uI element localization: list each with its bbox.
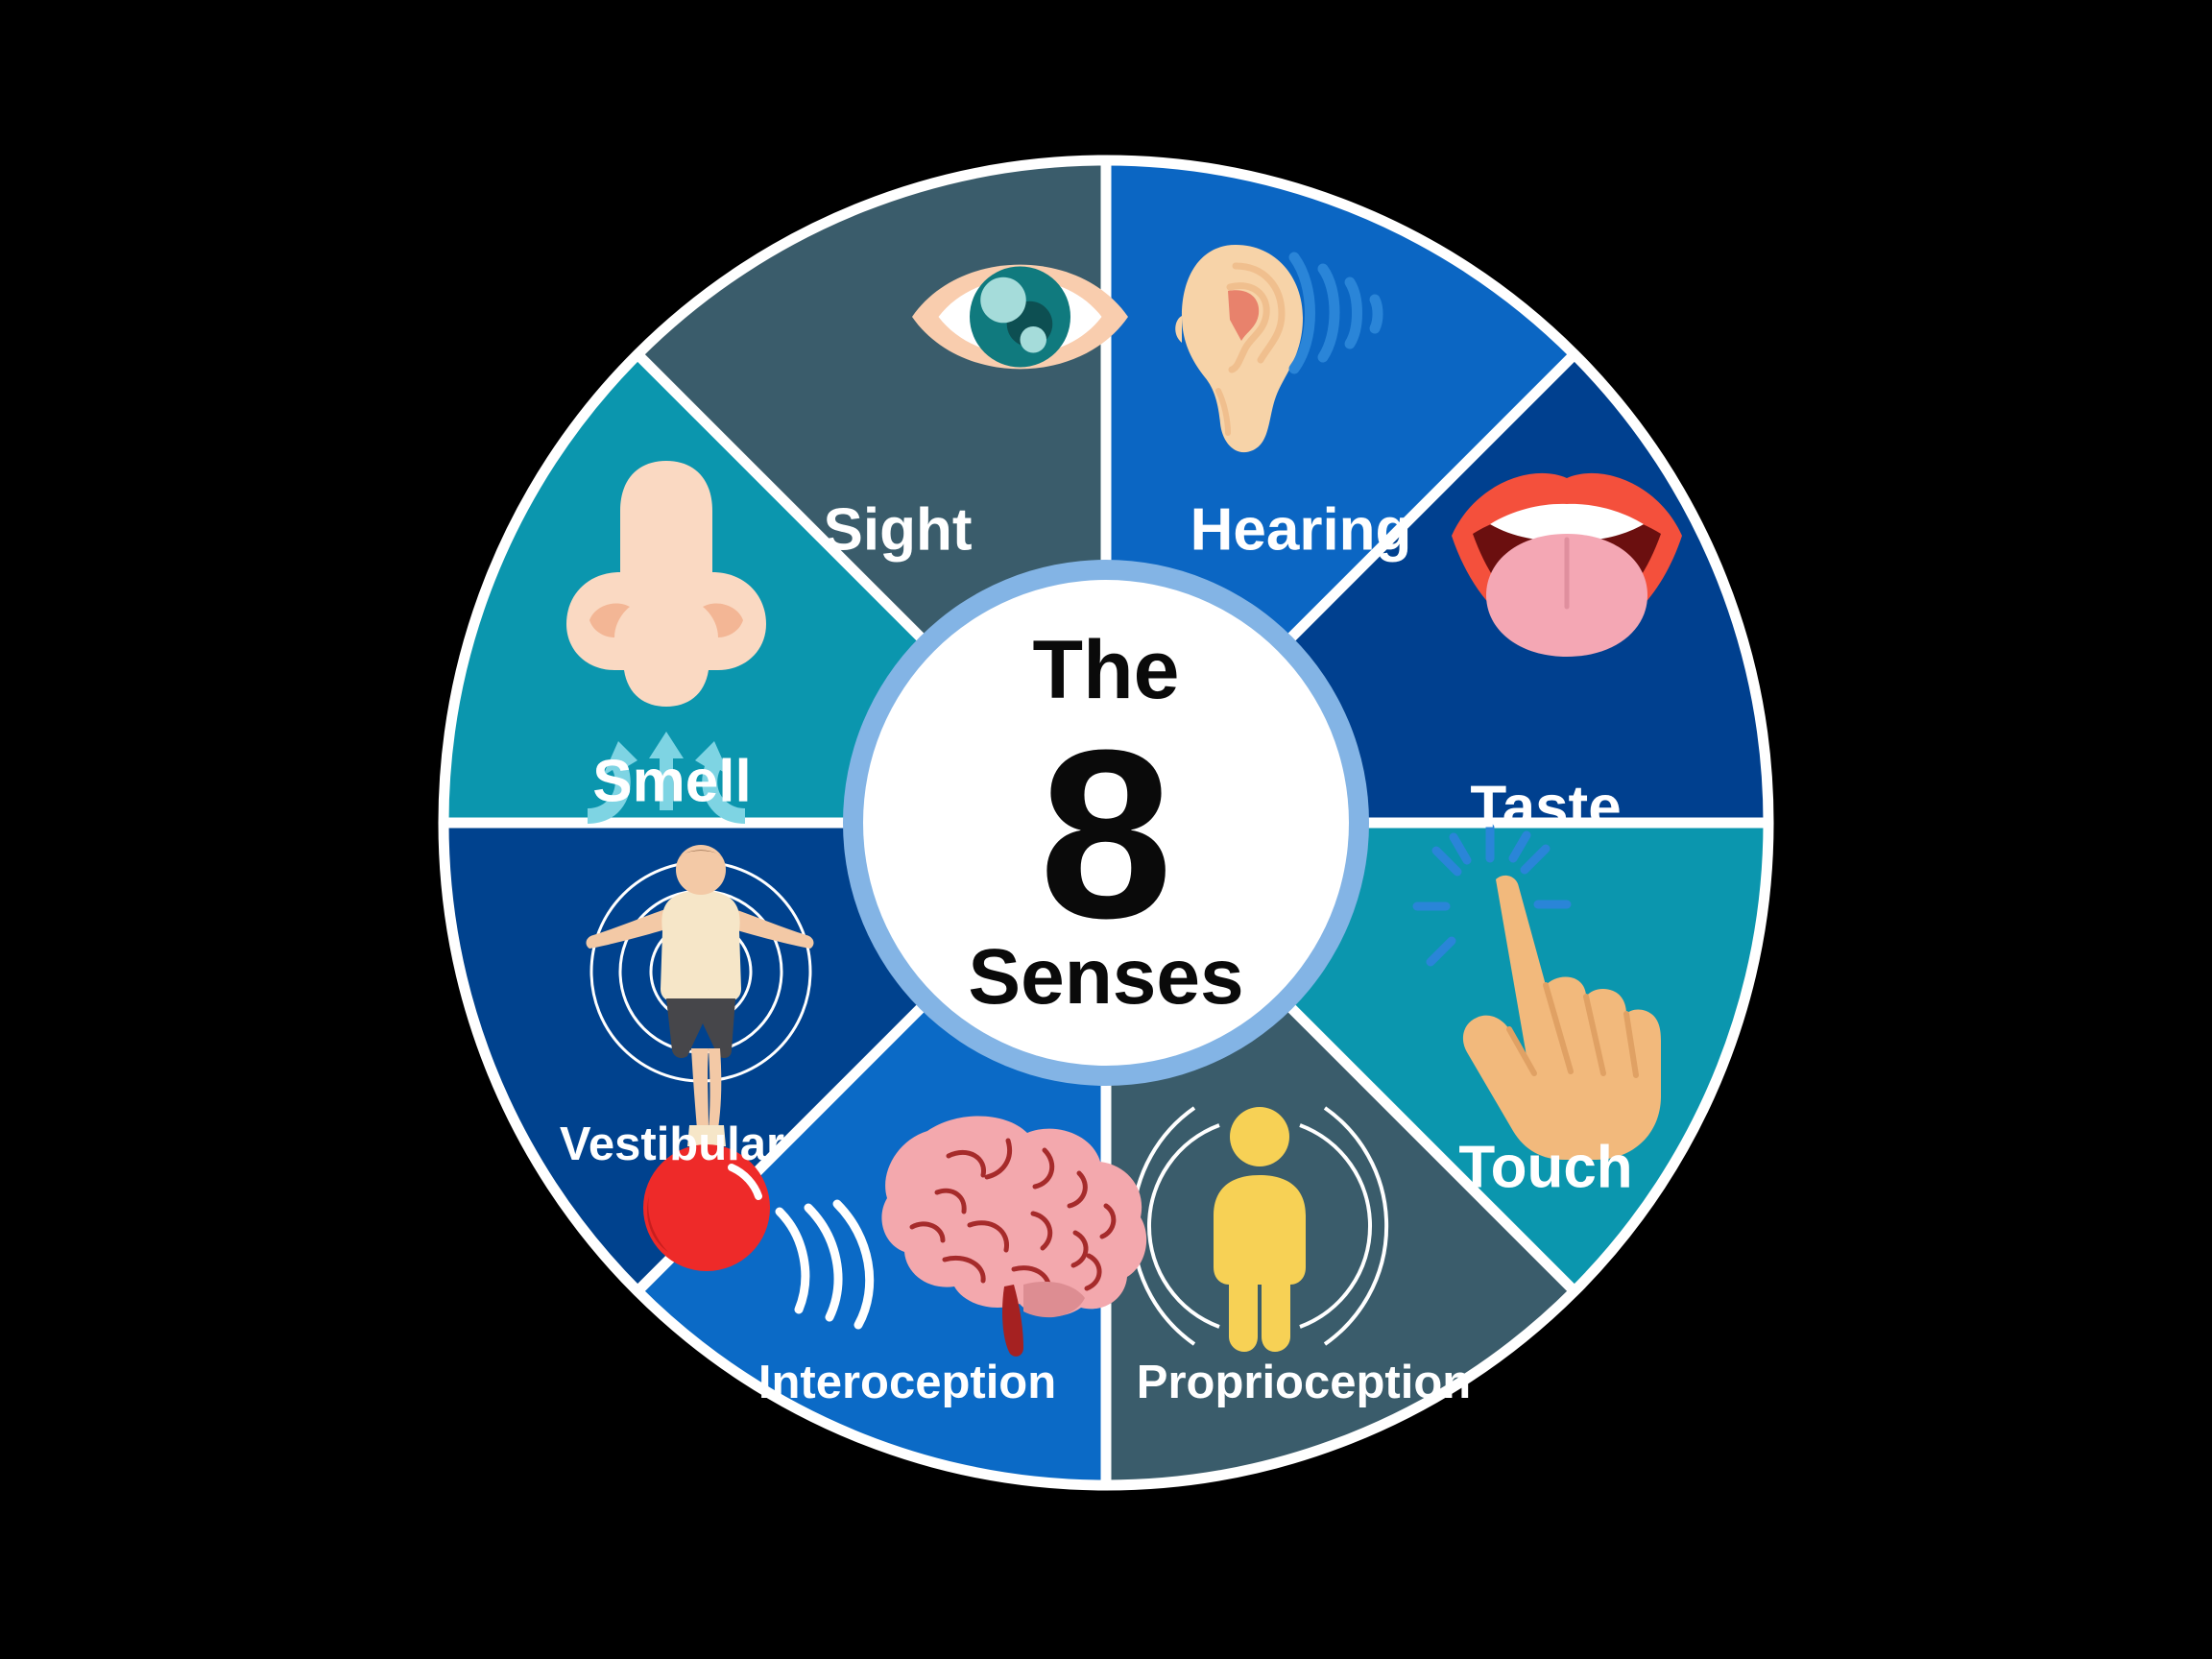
label-interoception[interactable]: Interoception: [758, 1357, 1056, 1408]
nose-icon: [566, 461, 766, 824]
label-proprioception[interactable]: Proprioception: [1137, 1357, 1471, 1408]
eye-icon: [912, 264, 1128, 370]
wheel-outer-rim: [438, 155, 1774, 1491]
smell-arrows-icon: [588, 732, 745, 824]
hub-number: 8: [1039, 700, 1172, 968]
label-sight[interactable]: Sight: [824, 496, 973, 563]
ear-icon: [1175, 245, 1303, 453]
tongue-mouth-icon: [1452, 472, 1682, 657]
sound-waves-icon: [1288, 252, 1383, 374]
pointing-hand-icon: [1412, 823, 1661, 1160]
label-vestibular[interactable]: Vestibular: [560, 1118, 784, 1170]
tap-sparkle-icon: [1412, 823, 1572, 967]
hub-line-senses: Senses: [968, 933, 1243, 1021]
body-awareness-icon: [1130, 1106, 1389, 1352]
hub-line-the: The: [1033, 624, 1180, 716]
label-smell[interactable]: Smell: [592, 748, 751, 814]
label-hearing[interactable]: Hearing: [1190, 496, 1412, 563]
label-touch[interactable]: Touch: [1458, 1134, 1632, 1200]
brain-icon: [881, 1116, 1147, 1357]
hub-circle: [863, 580, 1349, 1066]
label-taste[interactable]: Taste: [1470, 774, 1621, 840]
balance-person-icon: [586, 845, 814, 1271]
interoception-waves-icon: [775, 1199, 875, 1330]
